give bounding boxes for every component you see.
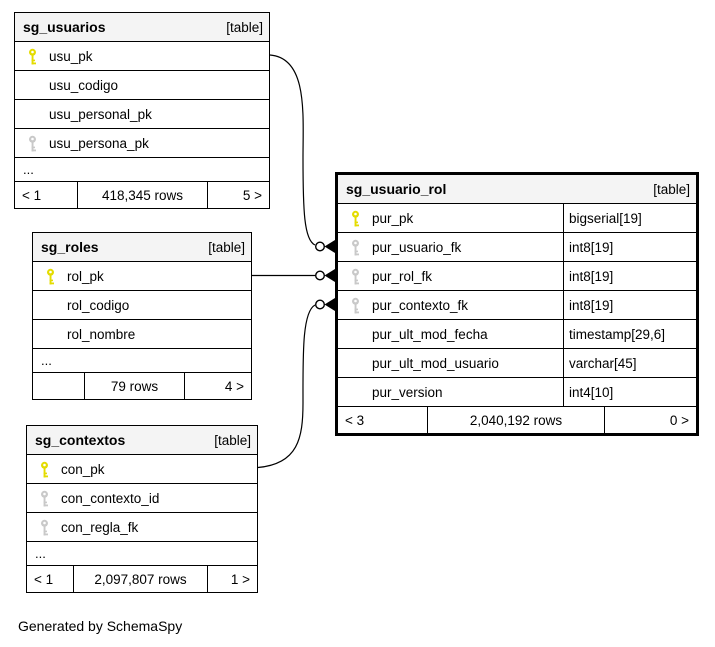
column-row: pur_version int4[10] [338,377,696,406]
footer-children-count: 1 > [230,571,250,587]
column-name: pur_ult_mod_usuario [372,355,499,371]
table-footer: < 1 2,097,807 rows 1 > [27,565,257,592]
column-name: usu_pk [49,48,93,64]
column-row: pur_rol_fk int8[19] [338,261,696,290]
column-type: int4[10] [563,378,696,406]
column-name: pur_version [372,384,443,400]
relationship-usuarios-to-usuario-rol [269,54,335,253]
foreign-key-icon [350,239,361,256]
primary-key-icon [45,268,56,285]
column-type: int8[19] [563,233,696,261]
column-row: con_pk [27,454,257,483]
primary-key-icon [350,210,361,227]
column-name: pur_usuario_fk [372,239,462,255]
column-row: rol_nombre [33,319,251,348]
footer-rows-count: 418,345 rows [78,182,208,208]
column-name: con_pk [61,461,105,477]
table-footer: 79 rows 4 > [33,372,251,399]
table-sg-contextos-header[interactable]: sg_contextos [table] [27,426,257,454]
column-row: pur_ult_mod_usuario varchar[45] [338,348,696,377]
column-row: pur_contexto_fk int8[19] [338,290,696,319]
column-type: varchar[45] [563,349,696,377]
foreign-key-icon [39,519,50,536]
table-sg-usuario-rol: sg_usuario_rol [table] pur_pk bigserial[… [335,172,699,436]
column-name: rol_pk [67,268,104,284]
footer-rows-count: 2,097,807 rows [74,566,208,592]
table-name[interactable]: sg_contextos [35,432,126,448]
table-sg-contextos: sg_contextos [table] con_pk con_contexto… [26,425,258,593]
column-name: pur_pk [372,210,414,226]
footer-parents-count: < 1 [27,566,74,592]
relationship-contextos-to-usuario-rol [257,298,335,469]
ellipsis-text: ... [41,353,52,368]
column-name: pur_contexto_fk [372,297,469,313]
column-row: rol_pk [33,261,251,290]
primary-key-icon [27,48,38,65]
table-sg-usuarios: sg_usuarios [table] usu_pk usu_codigo us… [14,12,270,209]
footer-parents-count [33,373,85,399]
table-sg-usuarios-header[interactable]: sg_usuarios [table] [15,13,269,41]
table-name[interactable]: sg_roles [41,239,99,255]
table-footer: < 1 418,345 rows 5 > [15,181,269,208]
table-footer: < 3 2,040,192 rows 0 > [338,406,696,433]
column-row: usu_personal_pk [15,99,269,128]
column-row: usu_codigo [15,70,269,99]
table-badge: [table] [226,19,263,35]
table-badge: [table] [214,432,251,448]
column-name: usu_personal_pk [49,106,152,122]
primary-key-icon [39,461,50,478]
column-name: rol_codigo [67,297,130,313]
column-type: timestamp[29,6] [563,320,696,348]
foreign-key-icon [350,297,361,314]
column-row: usu_pk [15,41,269,70]
column-row: con_regla_fk [27,512,257,541]
column-name: pur_ult_mod_fecha [372,326,488,342]
footer-children-count: 5 > [242,187,262,203]
column-row: rol_codigo [33,290,251,319]
column-row: con_contexto_id [27,483,257,512]
relationship-roles-to-usuario-rol [252,269,335,282]
table-badge: [table] [653,181,690,197]
table-name[interactable]: sg_usuarios [23,19,106,35]
footer-rows-count: 79 rows [85,373,185,399]
footer-children-count: 4 > [224,378,244,394]
ellipsis-text: ... [35,546,46,561]
ellipsis-row: ... [27,541,257,565]
column-row: usu_persona_pk [15,128,269,157]
column-name: rol_nombre [67,326,136,342]
column-name: usu_codigo [49,77,119,93]
footer-rows-count: 2,040,192 rows [428,407,605,433]
column-row: pur_pk bigserial[19] [338,203,696,232]
column-type: int8[19] [563,262,696,290]
column-row: pur_usuario_fk int8[19] [338,232,696,261]
generated-by-note: Generated by SchemaSpy [18,618,183,634]
foreign-key-icon [27,135,38,152]
column-name: con_contexto_id [61,490,160,506]
column-name: pur_rol_fk [372,268,433,284]
column-type: int8[19] [563,291,696,319]
column-type: bigserial[19] [563,204,696,232]
ellipsis-row: ... [15,157,269,181]
table-name[interactable]: sg_usuario_rol [346,181,447,197]
ellipsis-text: ... [23,162,34,177]
foreign-key-icon [39,490,50,507]
column-row: pur_ult_mod_fecha timestamp[29,6] [338,319,696,348]
table-sg-roles-header[interactable]: sg_roles [table] [33,233,251,261]
footer-parents-count: < 1 [15,182,78,208]
table-sg-usuario-rol-header[interactable]: sg_usuario_rol [table] [338,175,696,203]
column-name: usu_persona_pk [49,135,149,151]
ellipsis-row: ... [33,348,251,372]
foreign-key-icon [350,268,361,285]
footer-parents-count: < 3 [338,407,428,433]
column-name: con_regla_fk [61,519,139,535]
table-sg-roles: sg_roles [table] rol_pk rol_codigo rol_n… [32,232,252,400]
footer-children-count: 0 > [669,412,689,428]
table-badge: [table] [208,239,245,255]
